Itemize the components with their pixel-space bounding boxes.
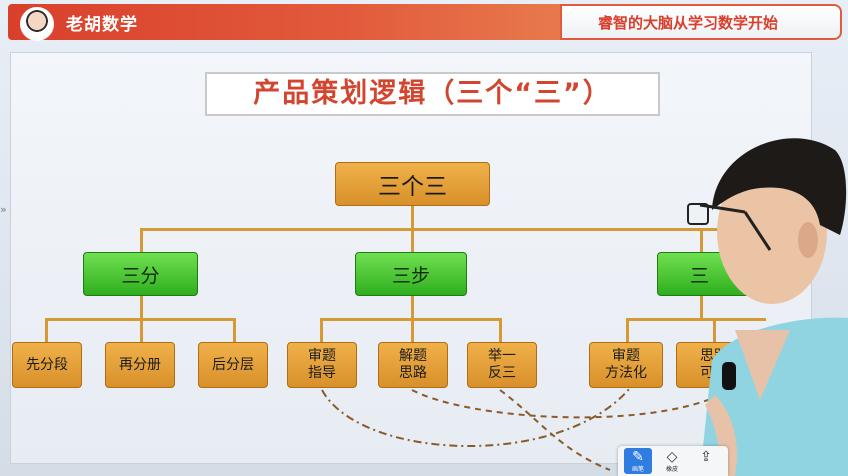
connector-line <box>45 318 48 342</box>
expand-arrow-icon[interactable]: » <box>0 203 7 216</box>
header-banner <box>8 4 568 40</box>
connector-line <box>411 296 414 318</box>
connector-line <box>411 318 414 342</box>
connector-line <box>713 318 716 342</box>
leaf-node: 解题 思路 <box>378 342 448 388</box>
connector-line <box>140 228 740 231</box>
eraser-icon[interactable]: ◇橡皮 <box>665 449 678 473</box>
connector-line <box>140 296 143 318</box>
slide-title: 产品策划逻辑（三个“三”） <box>205 72 660 116</box>
branch-node-sanfen: 三分 <box>83 252 198 296</box>
brand-name: 老胡数学 <box>66 15 138 35</box>
leaf-node: 后分层 <box>198 342 268 388</box>
leaf-node: 审题 方法化 <box>589 342 663 388</box>
connector-line <box>233 318 236 342</box>
leaf-node: 审题 指导 <box>287 342 357 388</box>
branch-node-sanbu: 三步 <box>355 252 467 296</box>
connector-line <box>411 206 414 230</box>
connector-line <box>140 318 143 342</box>
connector-line <box>499 318 502 342</box>
annotation-toolbar: ✎画笔 ◇橡皮 ⇪ <box>618 446 728 476</box>
connector-line <box>411 228 414 252</box>
connector-line <box>700 228 703 252</box>
leaf-node: 再分册 <box>105 342 175 388</box>
teacher-avatar <box>20 7 54 41</box>
connector-line <box>700 296 703 318</box>
connector-line <box>626 318 629 342</box>
connector-line <box>626 318 766 321</box>
connector-line <box>320 318 323 342</box>
leaf-node: 举一 反三 <box>467 342 537 388</box>
leaf-node: 先分段 <box>12 342 82 388</box>
share-icon[interactable]: ⇪ <box>700 449 712 465</box>
slogan-panel <box>560 4 842 40</box>
slogan-text: 睿智的大脑从学习数学开始 <box>598 14 779 32</box>
pen-icon[interactable]: ✎画笔 <box>624 448 652 474</box>
connector-line <box>140 228 143 252</box>
root-node: 三个三 <box>335 162 490 206</box>
